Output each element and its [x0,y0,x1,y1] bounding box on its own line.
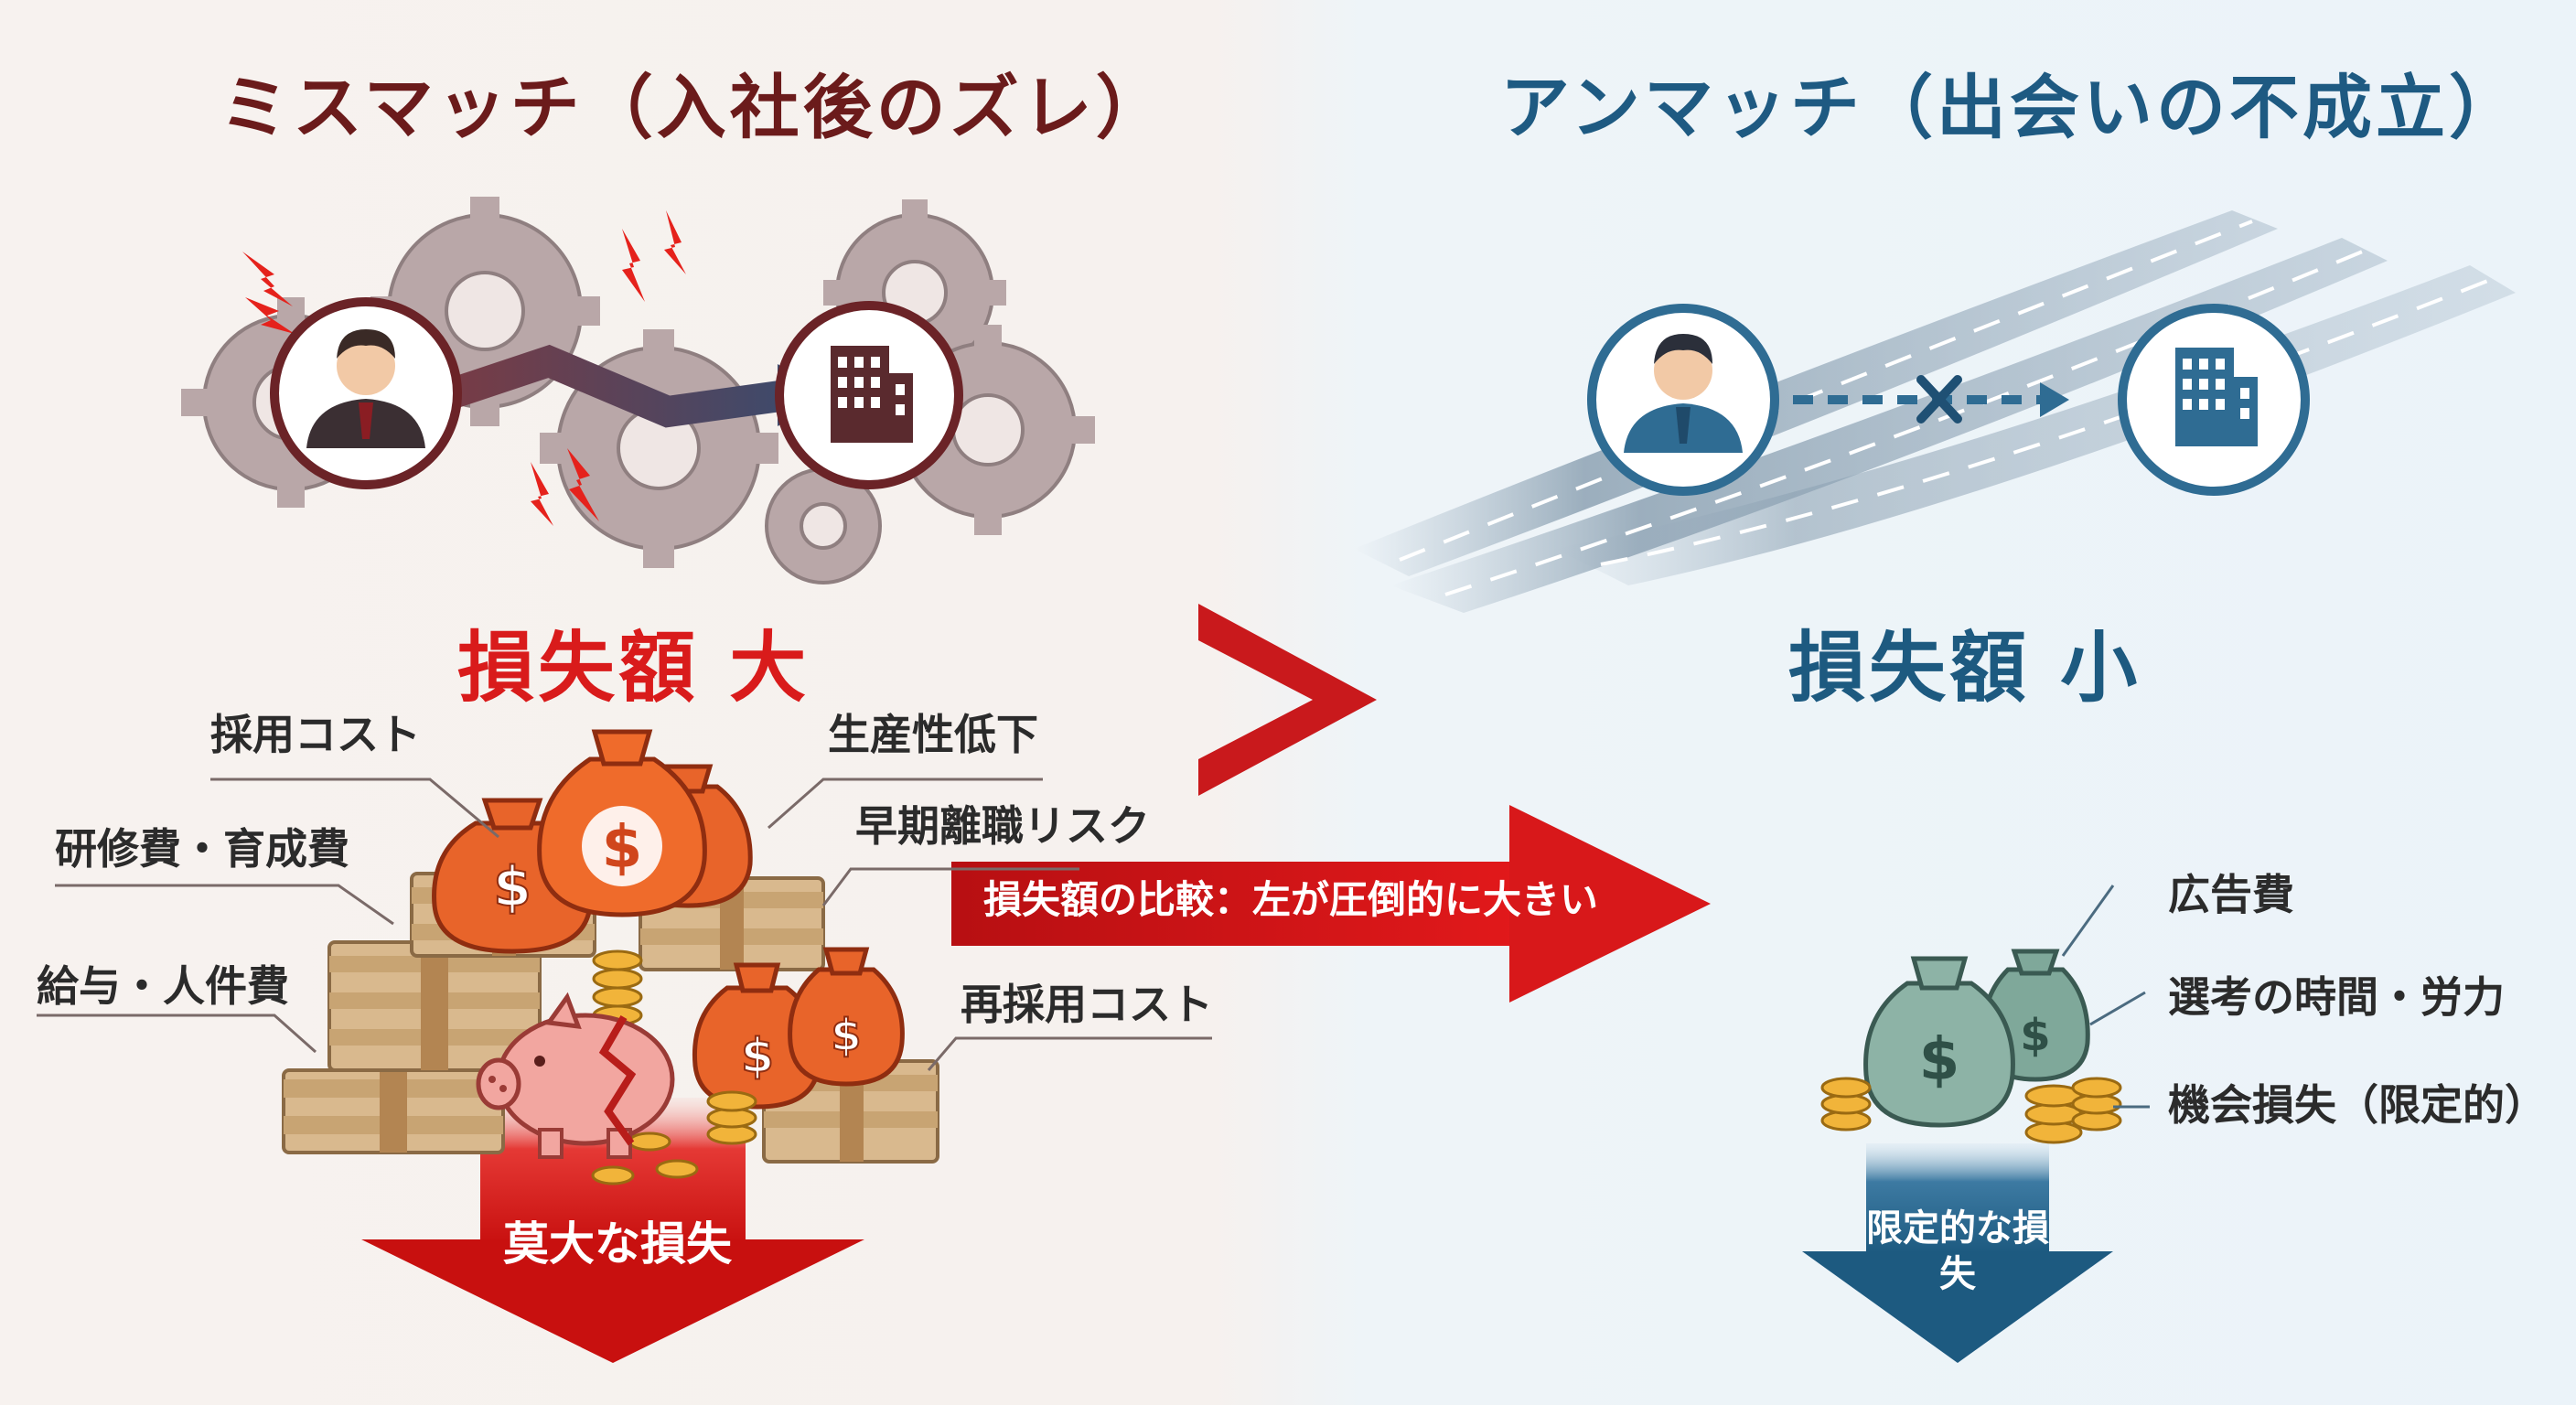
cost-label-selection-effort: 選考の時間・労力 [2168,972,2505,1022]
left-loss-label: 損失額 大 [457,623,810,713]
cost-label-training: 研修費・育成費 [55,824,349,874]
cost-label-salary: 給与・人件費 [37,961,289,1011]
cost-label-advertising: 広告費 [2168,870,2294,919]
lightning-icon [664,210,686,274]
svg-text:$: $ [831,1010,861,1061]
cross-icon [1916,375,1962,424]
lightning-icon [531,462,553,526]
right-title: アンマッチ（出会いの不成立） [1500,67,2522,148]
svg-text:$: $ [493,855,531,919]
money-bag-icon: $ [1863,956,2015,1128]
lightning-group [242,210,686,526]
building-icon [775,301,963,489]
money-pile: $ $ $ $ $ [282,729,939,1363]
svg-text:$: $ [602,814,643,882]
small-money: $ $ [1802,949,2122,1363]
person-icon [270,297,462,489]
gear-icon [765,467,882,585]
lightning-icon [245,297,295,334]
lightning-icon [622,229,645,302]
lightning-icon [567,448,599,521]
cost-label-opportunity-loss: 機会損失（限定的） [2168,1080,2547,1130]
money-bag-icon: $ [692,962,822,1110]
coin-stack-icon [2024,1077,2122,1144]
coin-stack-icon [1820,1077,1872,1132]
road-icon [1354,210,2516,613]
leader-lines-right [2061,885,2150,1109]
left-result-label: 莫大な損失 [503,1217,732,1271]
money-bag-icon: $ [788,947,905,1087]
cash-stack-icon [282,1068,505,1154]
comparison-text: 損失額の比較：左が圧倒的に大きい [983,877,1599,922]
cost-label-recruiting: 採用コスト [210,710,421,759]
cash-stack-icon [327,940,542,1072]
coin-stack-icon [591,1132,699,1185]
leader-lines-left [37,778,1212,1071]
building-icon [2118,304,2310,496]
right-result-label: 限定的な損失 [1866,1207,2049,1295]
cost-label-rehiring: 再採用コスト [961,980,1213,1029]
cost-label-early-turnover: 早期離職リスク [855,801,1150,851]
coin-stack-icon [706,1090,757,1145]
svg-text:$: $ [2020,1010,2050,1061]
svg-text:$: $ [741,1029,774,1084]
person-icon [1587,304,1779,496]
greater-than-symbol [1198,604,1377,796]
down-arrow-small [1802,1143,2113,1363]
svg-text:$: $ [1919,1026,1960,1094]
right-loss-label: 損失額 小 [1788,623,2141,713]
cost-label-productivity: 生産性低下 [828,710,1038,759]
piggy-bank-icon [476,992,675,1159]
left-title: ミスマッチ（入社後のズレ） [220,67,1169,148]
lightning-icon [242,252,293,306]
comparison-arrow [951,805,1711,1003]
unmatch-connector [1793,375,2069,424]
money-bag-icon: $ [537,729,707,917]
